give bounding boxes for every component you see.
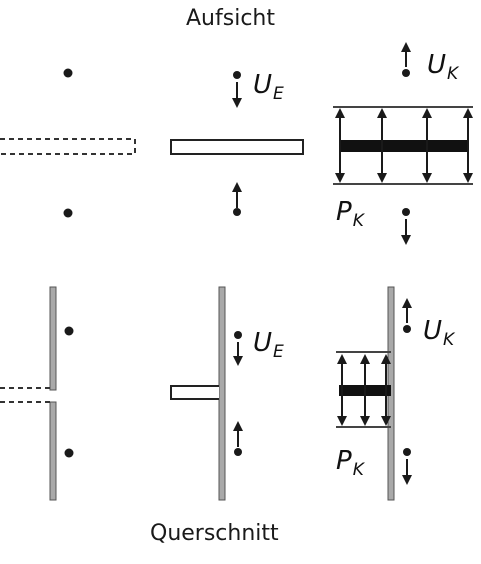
point-charge-upper <box>64 326 74 336</box>
top-panel-1 <box>0 68 136 218</box>
dashed-opening <box>0 387 52 403</box>
point-charge-top <box>63 68 73 78</box>
point-charge-bottom <box>63 208 73 218</box>
dipole-uk-upper-dot <box>403 325 411 333</box>
top-panel-2 <box>170 71 304 216</box>
label-ue-top: UE <box>253 70 284 104</box>
label-pk-bottom: PK <box>336 446 364 480</box>
bottom-panel-3 <box>336 286 412 501</box>
title-querschnitt: Querschnitt <box>150 521 279 546</box>
vertical-arrows-top <box>335 108 473 183</box>
label-pk-top: PK <box>336 197 364 231</box>
dipole-pk-lower-dot <box>403 448 411 456</box>
dipole-ue-top-dot <box>233 71 241 79</box>
dipole-pk-top-dot <box>402 208 410 216</box>
dipole-ue-bottom-dot <box>233 208 241 216</box>
conductor-bar <box>339 140 469 152</box>
wall-upper <box>49 286 57 391</box>
vertical-arrows-bottom <box>337 354 391 426</box>
plate-cross-section <box>170 385 219 400</box>
dipole-ue-lower-dot <box>234 448 242 456</box>
plate-outline <box>170 139 304 155</box>
point-charge-lower <box>64 448 74 458</box>
title-aufsicht: Aufsicht <box>186 6 275 31</box>
label-ue-bottom: UE <box>253 328 284 362</box>
bottom-panel-2 <box>170 286 243 501</box>
dipole-ue-upper-dot <box>234 331 242 339</box>
bottom-row-cross-section <box>0 286 412 501</box>
top-row-plan-view <box>0 42 473 245</box>
top-panel-3 <box>333 42 473 245</box>
label-uk-top: UK <box>427 50 459 84</box>
label-uk-bottom: UK <box>423 316 455 350</box>
wall-lower <box>49 401 57 501</box>
wall <box>218 286 226 501</box>
dashed-hole-outline <box>0 138 136 155</box>
dipole-uk-top-dot <box>402 69 410 77</box>
bottom-panel-1 <box>0 286 74 501</box>
